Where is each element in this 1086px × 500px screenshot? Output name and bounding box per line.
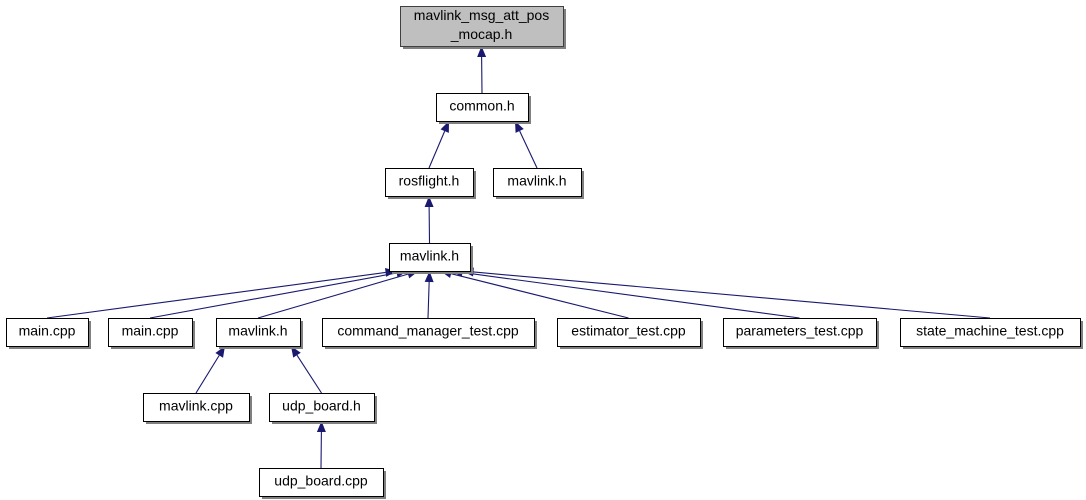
dependency-edge (462, 267, 991, 319)
graph-node-estimator-test-cpp[interactable]: estimator_test.cpp (557, 318, 704, 350)
dependency-edge (316, 421, 326, 469)
dependency-edge (195, 346, 225, 394)
graph-node-udp-board-cpp[interactable]: udp_board.cpp (259, 468, 387, 500)
node-box[interactable] (108, 318, 193, 347)
graph-node-mavlink-h[interactable]: mavlink.h (216, 318, 304, 350)
dependency-edge (424, 196, 434, 244)
dependency-edge (440, 269, 629, 319)
dependency-edge (291, 346, 322, 394)
node-box[interactable] (216, 318, 301, 347)
graph-node-parameters-test-cpp[interactable]: parameters_test.cpp (723, 318, 880, 350)
dependency-edge (149, 268, 408, 319)
node-box[interactable] (269, 393, 375, 422)
graph-node-udp-board-h[interactable]: udp_board.h (269, 393, 378, 425)
node-box[interactable] (557, 318, 701, 347)
graph-node-common-h[interactable]: common.h (436, 93, 532, 125)
node-box[interactable] (400, 6, 564, 47)
dependency-edge (428, 121, 449, 169)
node-box[interactable] (259, 468, 384, 497)
node-box[interactable] (385, 168, 474, 197)
graph-node-mavlink-cpp[interactable]: mavlink.cpp (143, 393, 253, 425)
node-box[interactable] (493, 168, 582, 197)
node-box[interactable] (723, 318, 877, 347)
node-box[interactable] (143, 393, 250, 422)
node-box[interactable] (322, 318, 535, 347)
node-box[interactable] (900, 318, 1081, 347)
graph-node-main-cpp[interactable]: main.cpp (6, 318, 92, 350)
node-layer: mavlink_msg_att_pos_mocap.h common.h rosfl… (6, 6, 1084, 500)
node-box[interactable] (436, 93, 529, 122)
dependency-edge (477, 46, 487, 94)
graph-node-mavlink-h[interactable]: mavlink.h (493, 168, 585, 200)
node-box[interactable] (6, 318, 89, 347)
node-box[interactable] (389, 243, 471, 272)
dependency-edge (424, 271, 434, 319)
graph-node-state-machine-test-cpp[interactable]: state_machine_test.cpp (900, 318, 1084, 350)
dependency-edge (451, 268, 800, 319)
graph-node-mavlink-h[interactable]: mavlink.h (389, 243, 474, 275)
dependency-edge (515, 121, 538, 169)
graph-node-command-manager-test-cpp[interactable]: command_manager_test.cpp (322, 318, 538, 350)
graph-node-mavlink-msg-att-pos-mocap-h[interactable]: mavlink_msg_att_pos_mocap.h (400, 6, 567, 50)
graph-node-main-cpp[interactable]: main.cpp (108, 318, 196, 350)
graph-node-rosflight-h[interactable]: rosflight.h (385, 168, 477, 200)
